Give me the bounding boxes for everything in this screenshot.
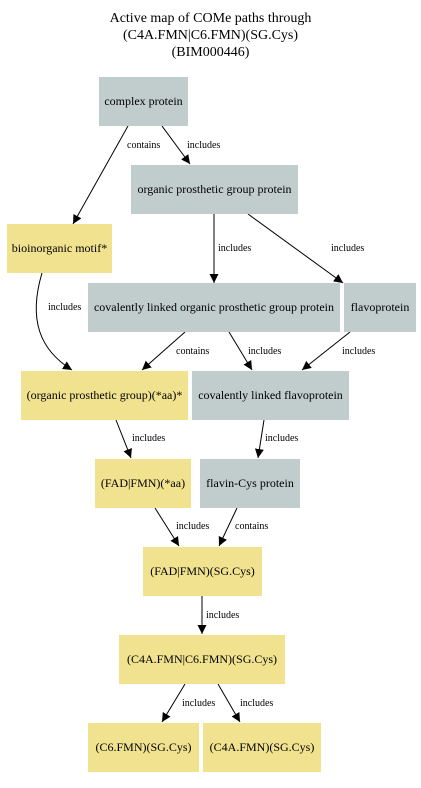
node-organic-prosthetic-group-aa[interactable]: (organic prosthetic group)(*aa)*: [21, 371, 188, 420]
edge-label-includes: includes: [218, 243, 252, 254]
edge-flavoprotein-to-cl-flavoprotein: [301, 331, 351, 371]
edge-label-includes: includes: [182, 698, 216, 709]
edge-cl-flavoprotein-to-flavin-cys: [254, 419, 265, 459]
title-line-1: Active map of COMe paths through: [109, 11, 312, 26]
node-covalently-linked-opg-protein[interactable]: covalently linked organic prosthetic gro…: [88, 283, 340, 332]
diagram-title: Active map of COMe paths through (C4A.FM…: [0, 10, 421, 61]
edge-opg-to-flavoprotein: [247, 213, 344, 284]
edge-label-includes: includes: [240, 698, 274, 709]
node-c4a-fmn-sg-cys[interactable]: (C4A.FMN)(SG.Cys): [203, 723, 321, 772]
node-c4a-c6-fmn-sg-cys[interactable]: (C4A.FMN|C6.FMN)(SG.Cys): [119, 635, 285, 684]
edge-bioinorganic-to-opg-aa: [35, 272, 73, 371]
title-line-3: (BIM000446): [171, 45, 250, 60]
node-flavoprotein[interactable]: flavoprotein: [344, 283, 416, 332]
node-organic-prosthetic-group-protein[interactable]: organic prosthetic group protein: [131, 165, 298, 214]
edge-complex-to-opg-protein: [161, 125, 191, 165]
edge-label-includes: includes: [342, 346, 376, 357]
edge-label-includes: includes: [176, 521, 210, 532]
node-c6-fmn-sg-cys[interactable]: (C6.FMN)(SG.Cys): [88, 723, 199, 772]
edge-label-includes: includes: [248, 346, 282, 357]
node-fad-fmn-aa[interactable]: (FAD|FMN)(*aa): [95, 459, 191, 508]
node-fad-fmn-sg-cys[interactable]: (FAD|FMN)(SG.Cys): [143, 547, 262, 596]
edge-label-includes: includes: [48, 302, 82, 313]
edge-label-includes: includes: [187, 140, 221, 151]
edge-opg-aa-to-fad-fmn-aa: [115, 419, 132, 459]
edge-label-includes: includes: [331, 243, 365, 254]
edge-label-contains: contains: [127, 140, 161, 151]
edge-flavin-cys-to-fad-fmn-sgcys: [218, 507, 238, 547]
edge-c4a-c6-to-c6: [161, 683, 186, 723]
node-bioinorganic-motif[interactable]: bioinorganic motif*: [7, 224, 112, 273]
edge-covalently-linked-opg-to-cl-flavoprotein: [228, 331, 253, 371]
edge-complex-to-bioinorganic: [72, 125, 129, 225]
edge-label-includes: includes: [265, 433, 299, 444]
edge-label-contains: contains: [235, 521, 269, 532]
edge-c4a-c6-to-c4a: [217, 683, 241, 723]
title-line-2: (C4A.FMN|C6.FMN)(SG.Cys): [122, 28, 299, 43]
edge-label-contains: contains: [176, 346, 210, 357]
edge-label-includes: includes: [132, 433, 166, 444]
edge-label-includes: includes: [206, 610, 240, 621]
node-complex-protein[interactable]: complex protein: [99, 77, 188, 126]
edge-fad-fmn-aa-to-fad-fmn-sgcys: [154, 507, 180, 547]
node-flavin-cys-protein[interactable]: flavin-Cys protein: [200, 459, 300, 508]
node-covalently-linked-flavoprotein[interactable]: covalently linked flavoprotein: [192, 371, 349, 420]
edge-covalently-linked-opg-to-opg-aa: [141, 331, 186, 371]
